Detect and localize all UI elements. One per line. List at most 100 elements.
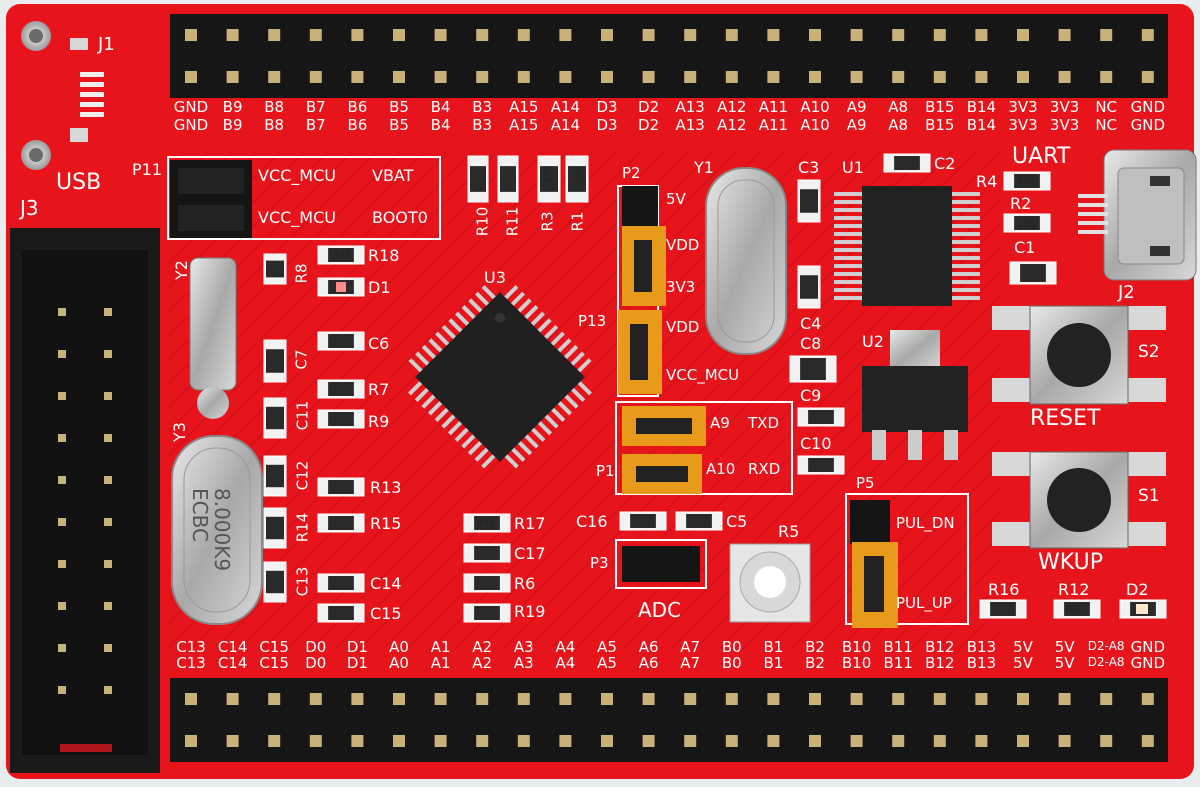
header-pin[interactable]	[268, 29, 281, 41]
header-pin[interactable]	[684, 735, 697, 747]
header-pin[interactable]	[892, 29, 905, 41]
header-pin[interactable]	[476, 693, 489, 705]
header-pin[interactable]	[892, 71, 905, 83]
header-pin[interactable]	[933, 29, 946, 41]
header-pin[interactable]	[559, 29, 572, 41]
header-pin[interactable]	[850, 71, 863, 83]
header-pin[interactable]	[1058, 29, 1071, 41]
header-pin[interactable]	[1017, 735, 1029, 747]
header-pin[interactable]	[351, 735, 364, 747]
header-pin[interactable]	[309, 735, 322, 747]
header-pin[interactable]	[809, 71, 821, 83]
header-pin[interactable]	[1141, 29, 1154, 41]
header-pin[interactable]	[1100, 71, 1113, 83]
header-pin[interactable]	[1058, 693, 1071, 705]
header-pin[interactable]	[393, 735, 405, 747]
p5-jumper-pin[interactable]	[850, 500, 890, 544]
top-pin-header[interactable]	[170, 14, 1168, 98]
header-pin[interactable]	[601, 693, 613, 705]
header-pin[interactable]	[850, 29, 863, 41]
header-pin[interactable]	[1058, 735, 1071, 747]
p2-jumper-pin[interactable]	[622, 186, 658, 226]
header-pin[interactable]	[684, 693, 697, 705]
header-pin[interactable]	[725, 735, 738, 747]
header-pin[interactable]	[601, 735, 613, 747]
header-pin[interactable]	[476, 29, 489, 41]
header-pin[interactable]	[767, 29, 780, 41]
header-pin[interactable]	[975, 71, 988, 83]
header-pin[interactable]	[1100, 693, 1113, 705]
header-pin[interactable]	[933, 71, 946, 83]
wkup-button-s1[interactable]	[992, 451, 1166, 549]
header-pin[interactable]	[185, 693, 197, 705]
header-pin[interactable]	[351, 71, 364, 83]
reset-button-s2[interactable]	[992, 305, 1166, 405]
header-pin[interactable]	[268, 735, 281, 747]
header-pin[interactable]	[850, 735, 863, 747]
header-pin[interactable]	[309, 693, 322, 705]
header-pin[interactable]	[767, 735, 780, 747]
header-pin[interactable]	[642, 71, 655, 83]
header-pin[interactable]	[434, 693, 447, 705]
header-pin[interactable]	[351, 29, 364, 41]
header-pin[interactable]	[185, 735, 197, 747]
header-pin[interactable]	[1100, 735, 1113, 747]
header-pin[interactable]	[185, 29, 197, 41]
header-pin[interactable]	[434, 29, 447, 41]
header-pin[interactable]	[642, 735, 655, 747]
header-pin[interactable]	[601, 29, 613, 41]
bottom-pin-header[interactable]	[170, 678, 1168, 762]
header-pin[interactable]	[601, 71, 613, 83]
header-pin[interactable]	[517, 71, 530, 83]
header-pin[interactable]	[767, 693, 780, 705]
header-pin[interactable]	[309, 29, 322, 41]
header-pin[interactable]	[434, 735, 447, 747]
header-pin[interactable]	[642, 693, 655, 705]
header-pin[interactable]	[892, 693, 905, 705]
header-pin[interactable]	[517, 693, 530, 705]
header-pin[interactable]	[1058, 71, 1071, 83]
header-pin[interactable]	[434, 71, 447, 83]
header-pin[interactable]	[559, 735, 572, 747]
header-pin[interactable]	[809, 693, 821, 705]
header-pin[interactable]	[185, 71, 197, 83]
header-pin[interactable]	[975, 693, 988, 705]
header-pin[interactable]	[476, 735, 489, 747]
header-pin[interactable]	[684, 29, 697, 41]
header-pin[interactable]	[933, 693, 946, 705]
header-pin[interactable]	[1100, 29, 1113, 41]
header-pin[interactable]	[226, 29, 239, 41]
header-pin[interactable]	[517, 735, 530, 747]
header-pin[interactable]	[226, 71, 239, 83]
header-pin[interactable]	[725, 693, 738, 705]
header-pin[interactable]	[309, 71, 322, 83]
header-pin[interactable]	[1141, 735, 1154, 747]
header-pin[interactable]	[892, 735, 905, 747]
header-pin[interactable]	[393, 71, 405, 83]
header-pin[interactable]	[850, 693, 863, 705]
header-pin[interactable]	[1017, 693, 1029, 705]
header-pin[interactable]	[975, 29, 988, 41]
header-pin[interactable]	[268, 693, 281, 705]
header-pin[interactable]	[767, 71, 780, 83]
header-pin[interactable]	[559, 693, 572, 705]
p3-adc-header[interactable]	[622, 546, 700, 582]
header-pin[interactable]	[642, 29, 655, 41]
header-pin[interactable]	[226, 693, 239, 705]
header-pin[interactable]	[226, 735, 239, 747]
header-pin[interactable]	[351, 693, 364, 705]
header-pin[interactable]	[393, 29, 405, 41]
header-pin[interactable]	[1017, 29, 1029, 41]
header-pin[interactable]	[725, 71, 738, 83]
header-pin[interactable]	[933, 735, 946, 747]
header-pin[interactable]	[268, 71, 281, 83]
header-pin[interactable]	[1141, 71, 1154, 83]
header-pin[interactable]	[517, 29, 530, 41]
header-pin[interactable]	[809, 735, 821, 747]
header-pin[interactable]	[684, 71, 697, 83]
header-pin[interactable]	[975, 735, 988, 747]
header-pin[interactable]	[809, 29, 821, 41]
header-pin[interactable]	[1141, 693, 1154, 705]
header-pin[interactable]	[1017, 71, 1029, 83]
header-pin[interactable]	[393, 693, 405, 705]
